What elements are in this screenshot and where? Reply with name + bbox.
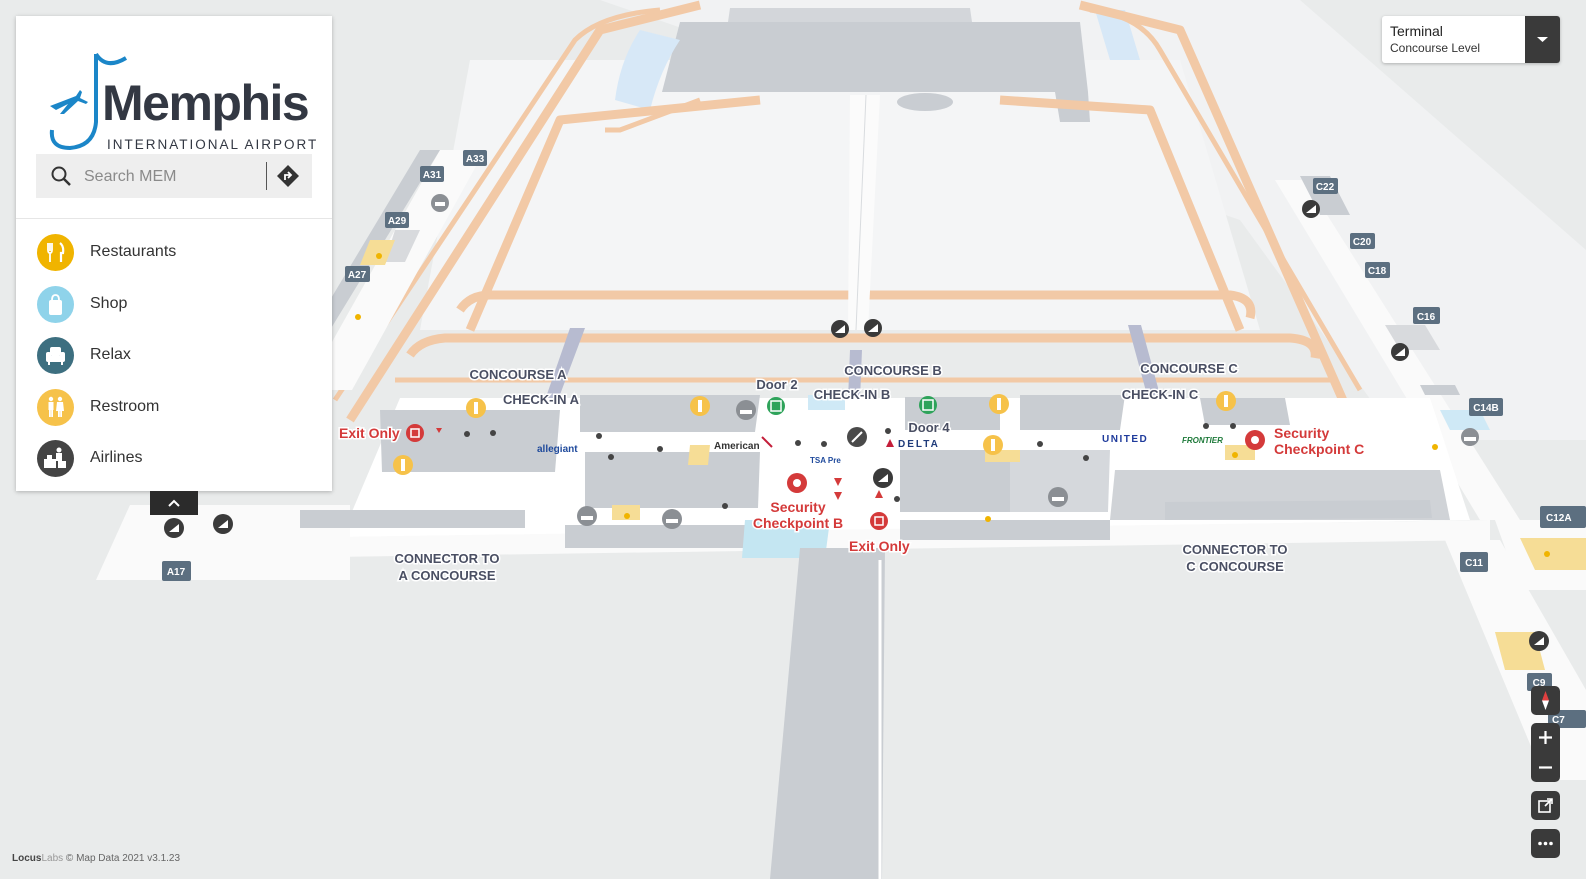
- restroom-icon: [37, 388, 74, 426]
- connector-c-line1: CONNECTOR TO: [1183, 542, 1288, 557]
- connector-a-line2: A CONCOURSE: [398, 568, 495, 583]
- external-link-icon: [1538, 798, 1553, 813]
- door-4-label: Door 4: [908, 420, 950, 435]
- category-airlines[interactable]: Airlines: [16, 434, 332, 486]
- door-2-label: Door 2: [756, 377, 797, 392]
- share-button[interactable]: [1531, 791, 1560, 820]
- checkin-c-label: CHECK-IN C: [1122, 387, 1199, 402]
- checkin-a-label: CHECK-IN A: [503, 392, 580, 407]
- airline-tsa-pre: TSA Pre: [810, 456, 841, 465]
- category-label: Restroom: [90, 397, 160, 415]
- category-label: Relax: [90, 346, 131, 363]
- ellipsis-icon: [1538, 841, 1553, 846]
- category-label: Airlines: [90, 449, 143, 466]
- fork-knife-icon: [37, 234, 74, 271]
- airline-allegiant: allegiant: [537, 444, 578, 455]
- airline-delta: DELTA: [898, 439, 940, 450]
- panel-divider: [16, 218, 332, 219]
- gate-label: C14B: [1473, 403, 1499, 414]
- attribution-brand-bold: Locus: [12, 853, 42, 864]
- search-icon: [51, 166, 71, 186]
- shopping-bag-icon: [37, 285, 74, 323]
- gate-badges: A33 A31 A29 A27 A17 C22 C20 C18 C16 C14B…: [162, 150, 1586, 728]
- gate-label: A17: [167, 567, 186, 578]
- chevron-down-icon: [1537, 37, 1548, 42]
- level-selector[interactable]: Terminal Concourse Level: [1382, 16, 1560, 63]
- category-list: Restaurants Shop Relax Restroom Airlines: [16, 228, 332, 486]
- gate-label: C7: [1552, 715, 1565, 726]
- exit-only-label: Exit Only: [849, 538, 910, 554]
- building-name: Terminal: [1390, 23, 1443, 39]
- category-shop[interactable]: Shop: [16, 280, 332, 332]
- gate-label: C22: [1316, 182, 1335, 193]
- airplane-icon: [50, 90, 88, 114]
- zoom-controls: [1531, 723, 1560, 782]
- chevron-up-icon: [168, 499, 180, 507]
- armchair-icon: [37, 337, 74, 374]
- gate-label: C16: [1417, 312, 1436, 323]
- airline-counter-icon: [37, 440, 74, 477]
- gate-label: A29: [388, 216, 407, 227]
- category-restaurants[interactable]: Restaurants: [16, 228, 332, 280]
- gate-label: C11: [1465, 558, 1483, 569]
- delta-logo-icon: [886, 439, 894, 447]
- checkin-b-label: CHECK-IN B: [814, 387, 891, 402]
- map-attribution: LocusLabs © Map Data 2021 v3.1.23: [12, 853, 180, 864]
- gate-label: C9: [1533, 678, 1546, 689]
- more-options-button[interactable]: [1531, 829, 1560, 858]
- category-label: Restaurants: [90, 243, 177, 260]
- connector-c-line2: C CONCOURSE: [1186, 559, 1284, 574]
- airline-united: UNITED: [1102, 434, 1148, 445]
- concourse-c-label: CONCOURSE C: [1140, 361, 1238, 376]
- directions-icon[interactable]: [276, 164, 300, 188]
- zoom-out-icon[interactable]: [1531, 753, 1560, 782]
- security-b-line1: Security: [770, 499, 825, 515]
- connector-a-line1: CONNECTOR TO: [395, 551, 500, 566]
- gate-label: A27: [348, 270, 367, 281]
- compass-icon: [1542, 691, 1549, 710]
- logo-subtitle: INTERNATIONAL AIRPORT: [107, 137, 318, 152]
- security-c-line1: Security: [1274, 425, 1329, 441]
- gate-label: A31: [423, 170, 442, 181]
- compass-button[interactable]: [1531, 686, 1560, 715]
- gate-label: C12A: [1546, 513, 1572, 524]
- category-relax[interactable]: Relax: [16, 331, 332, 383]
- level-name: Concourse Level: [1390, 41, 1481, 55]
- category-restroom[interactable]: Restroom: [16, 383, 332, 435]
- gate-label: C20: [1353, 237, 1372, 248]
- category-label: Shop: [90, 294, 128, 312]
- concourse-a-label: CONCOURSE A: [469, 367, 567, 382]
- gate-label: A33: [466, 154, 485, 165]
- zoom-in-icon[interactable]: [1531, 723, 1560, 752]
- security-b-line2: Checkpoint B: [753, 515, 843, 531]
- exit-only-label: Exit Only: [339, 425, 400, 441]
- attribution-brand-light: Labs: [41, 853, 64, 864]
- level-dropdown-button[interactable]: [1525, 16, 1560, 63]
- logo-name: Memphis: [102, 75, 308, 131]
- american-logo-icon: [761, 436, 773, 448]
- security-c-line2: Checkpoint C: [1274, 441, 1364, 457]
- collapse-panel-button[interactable]: [150, 491, 198, 515]
- search-bar[interactable]: [36, 154, 312, 198]
- airline-frontier: FRONTIER: [1182, 436, 1223, 445]
- attribution-text: © Map Data 2021 v3.1.23: [65, 853, 181, 864]
- search-divider: [266, 162, 267, 190]
- memphis-airport-logo: Memphis INTERNATIONAL AIRPORT: [49, 52, 318, 152]
- airline-american: American: [714, 441, 760, 452]
- concourse-b-label: CONCOURSE B: [844, 363, 942, 378]
- sidebar-panel: Memphis INTERNATIONAL AIRPORT Restaurant…: [16, 16, 332, 491]
- gate-label: C18: [1368, 266, 1387, 277]
- search-input[interactable]: [82, 162, 266, 192]
